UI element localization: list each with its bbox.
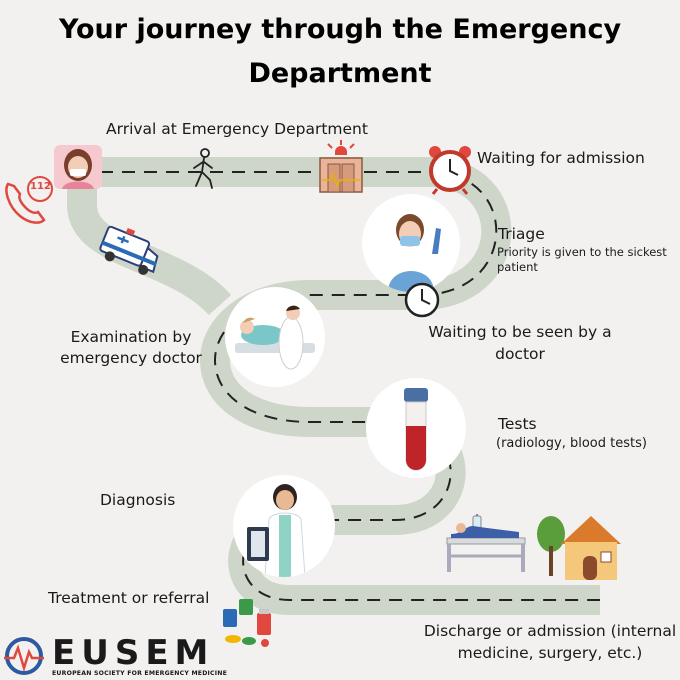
examination-line-2: emergency doctor <box>60 349 202 367</box>
diagnosis-doctor-image <box>233 475 335 577</box>
step-diagnosis-label: Diagnosis <box>100 491 176 509</box>
sick-person-icon <box>52 143 104 191</box>
alarm-clock-icon <box>427 144 473 196</box>
tests-note: (radiology, blood tests) <box>496 436 647 451</box>
step-waiting-doctor-label: Waiting to be seen by a doctor <box>402 323 638 364</box>
discharge-line-1: Discharge or admission (internal <box>423 622 677 640</box>
title-line-1: Your journey through the Emergency <box>58 14 622 45</box>
title-line-2: Department <box>248 58 432 89</box>
phone-icon: 112 <box>2 176 54 228</box>
page-title: Your journey through the Emergency Depar… <box>0 8 680 96</box>
walking-person-icon <box>190 148 218 190</box>
eusem-heartbeat-icon <box>2 636 46 676</box>
step-treatment-label: Treatment or referral <box>48 589 210 607</box>
step-triage-label: Triage <box>498 225 545 243</box>
test-tube-image <box>366 378 466 478</box>
discharge-line-2: medicine, surgery, etc.) <box>457 644 643 662</box>
triage-nurse-image <box>362 194 460 292</box>
step-discharge-label: Discharge or admission (internal medicin… <box>421 622 679 663</box>
waiting-doctor-line-1: Waiting to be seen by a <box>428 323 612 341</box>
emergency-entrance-icon <box>314 140 368 198</box>
step-tests-label: Tests <box>498 415 537 433</box>
wall-clock-icon <box>403 281 441 319</box>
examination-line-1: Examination by <box>70 328 192 346</box>
examination-image <box>225 287 325 387</box>
eusem-logo-text: EUSEM <box>52 633 215 673</box>
hospital-bed-icon <box>443 512 529 576</box>
ambulance-icon <box>95 222 167 282</box>
step-waiting-admission-label: Waiting for admission <box>477 149 645 167</box>
medicine-icon <box>219 597 277 649</box>
eusem-logo-subtitle: EUROPEAN SOCIETY FOR EMERGENCY MEDICINE <box>52 670 228 677</box>
house-icon <box>535 510 625 582</box>
step-examination-label: Examination by emergency doctor <box>47 328 215 368</box>
waiting-doctor-line-2: doctor <box>495 345 545 363</box>
phone-number: 112 <box>30 181 51 192</box>
step-arrival-label: Arrival at Emergency Department <box>106 120 368 138</box>
triage-note: Priority is given to the sickest patient <box>497 245 667 274</box>
